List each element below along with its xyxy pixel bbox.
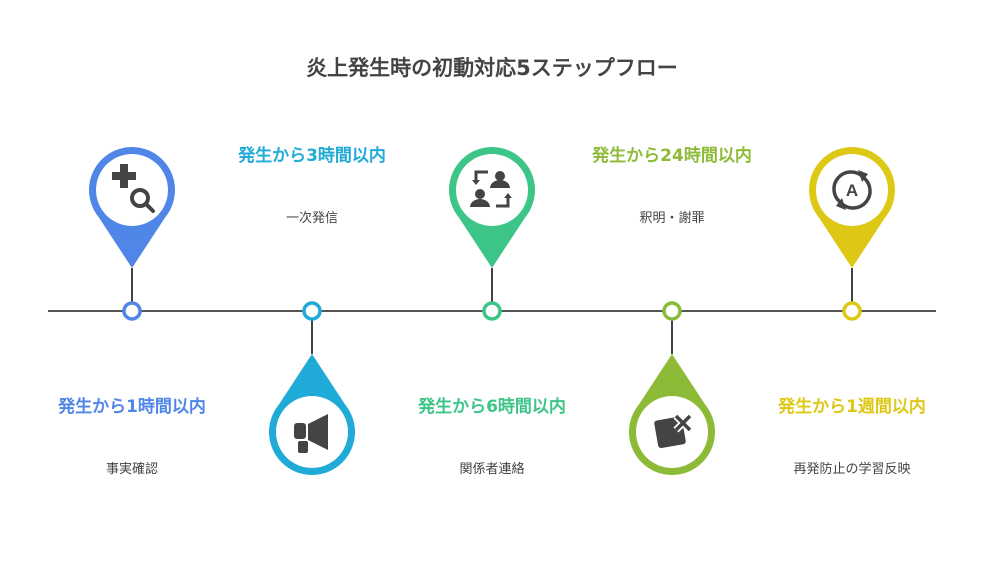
step-4: [629, 301, 715, 475]
step-time-label: 発生から6時間以内: [418, 397, 566, 417]
step-time-label: 発生から1時間以内: [58, 397, 206, 417]
step-5: A: [809, 147, 895, 321]
step-1: [89, 147, 175, 321]
step-action-label: 事実確認: [105, 462, 158, 477]
timeline-node: [122, 301, 142, 321]
pin-inner: [816, 154, 888, 226]
step-action-label: 一次発信: [285, 211, 338, 226]
svg-text:A: A: [846, 181, 858, 200]
timeline-node: [302, 301, 322, 321]
pin-inner: [456, 154, 528, 226]
step-2: [269, 301, 355, 475]
medical-search-icon: [112, 164, 155, 213]
step-3: [449, 147, 535, 321]
timeline-node: [662, 301, 682, 321]
step-action-label: 関係者連絡: [459, 462, 525, 477]
step-time-label: 発生から1週間以内: [778, 397, 926, 417]
megaphone-icon: [294, 414, 328, 453]
timeline-node: [482, 301, 502, 321]
page-title: 炎上発生時の初動対応5ステップフロー: [306, 56, 678, 80]
people-exchange-icon: [470, 170, 512, 208]
timeline-node: [842, 301, 862, 321]
step-time-label: 発生から24時間以内: [592, 146, 752, 166]
step-action-label: 再発防止の学習反映: [793, 462, 911, 477]
autorenew-icon: A: [832, 170, 872, 210]
step-time-label: 発生から3時間以内: [238, 146, 386, 166]
step-action-label: 釈明・謝罪: [639, 211, 705, 226]
pin-inner: [96, 154, 168, 226]
note-cancel-icon: [654, 413, 693, 449]
